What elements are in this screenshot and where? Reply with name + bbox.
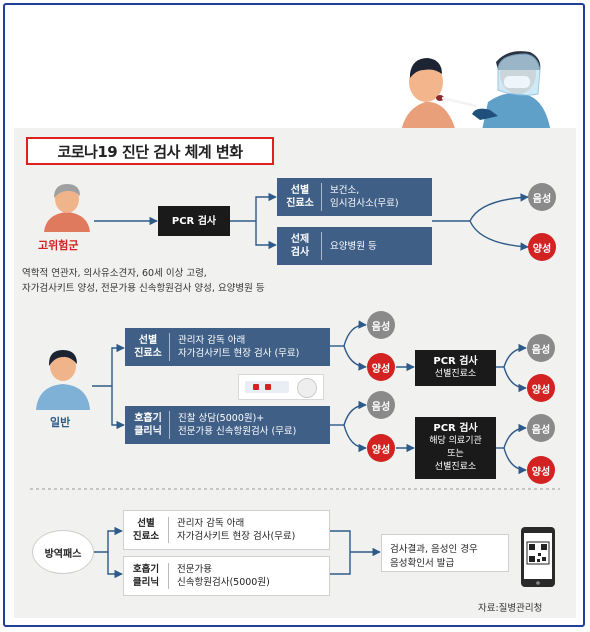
vaccine-pass-label: 방역패스 [32,530,94,574]
positive-badge: 양성 [527,456,555,484]
pcr-sub-label: 선별진료소 [434,462,477,472]
pass-result-box: 검사결과, 음성인 경우 음성확인서 발급 [381,534,509,572]
high-risk-label: 고위험군 [38,239,79,252]
negative-badge: 음성 [527,414,555,442]
person-icon [36,350,90,410]
positive-badge: 양성 [367,434,395,462]
pcr-label: PCR 검사 [433,356,478,367]
pcr-label: PCR 검사 [433,423,478,434]
negative-badge: 음성 [367,391,395,419]
pcr-sub-label: 해당 의료기관 [429,436,482,446]
page-title: 코로나19 진단 검사 체계 변화 [26,137,274,165]
high-risk-pcr-box: PCR 검사 [158,206,230,236]
pcr-label: PCR 검사 [171,215,217,227]
positive-badge: 양성 [367,353,395,381]
box-text: 요양병원 등 [330,240,377,252]
high-risk-description: 역학적 연관자, 의사유소견자, 60세 이상 고령, 자가검사키트 양성, 전… [22,266,422,296]
negative-badge: 음성 [528,183,556,211]
pcr-sub-label: 선별진료소 [434,369,477,379]
elderly-person-icon [44,184,90,232]
test-kit-illustration [238,374,324,400]
general-pcr-box-2: PCR 검사 해당 의료기관 또는 선별진료소 [415,417,496,479]
result-text: 음성확인서 발급 [390,558,455,569]
description-line: 역학적 연관자, 의사유소견자, 60세 이상 고령, [22,268,207,279]
box-text: 보건소,임시검사소(무료) [330,185,399,209]
source-credit: 자료:질병관리청 [478,603,543,614]
positive-badge: 양성 [527,374,555,402]
negative-badge: 음성 [527,334,555,362]
negative-badge: 음성 [367,311,395,339]
box-text: 진찰 상담(5000원)+전문가용 신속항원검사 (무료) [178,413,297,437]
phone-qr-icon [521,527,555,587]
general-label: 일반 [50,416,71,429]
general-pcr-box-1: PCR 검사 선별진료소 [415,350,496,386]
pcr-sub-label: 또는 [447,449,464,459]
outer-frame [3,3,585,627]
positive-badge: 양성 [528,233,556,261]
description-line: 자가검사키트 양성, 전문가용 신속항원검사 양성, 요양병원 등 [22,283,265,294]
result-text: 검사결과, 음성인 경우 [390,544,478,555]
